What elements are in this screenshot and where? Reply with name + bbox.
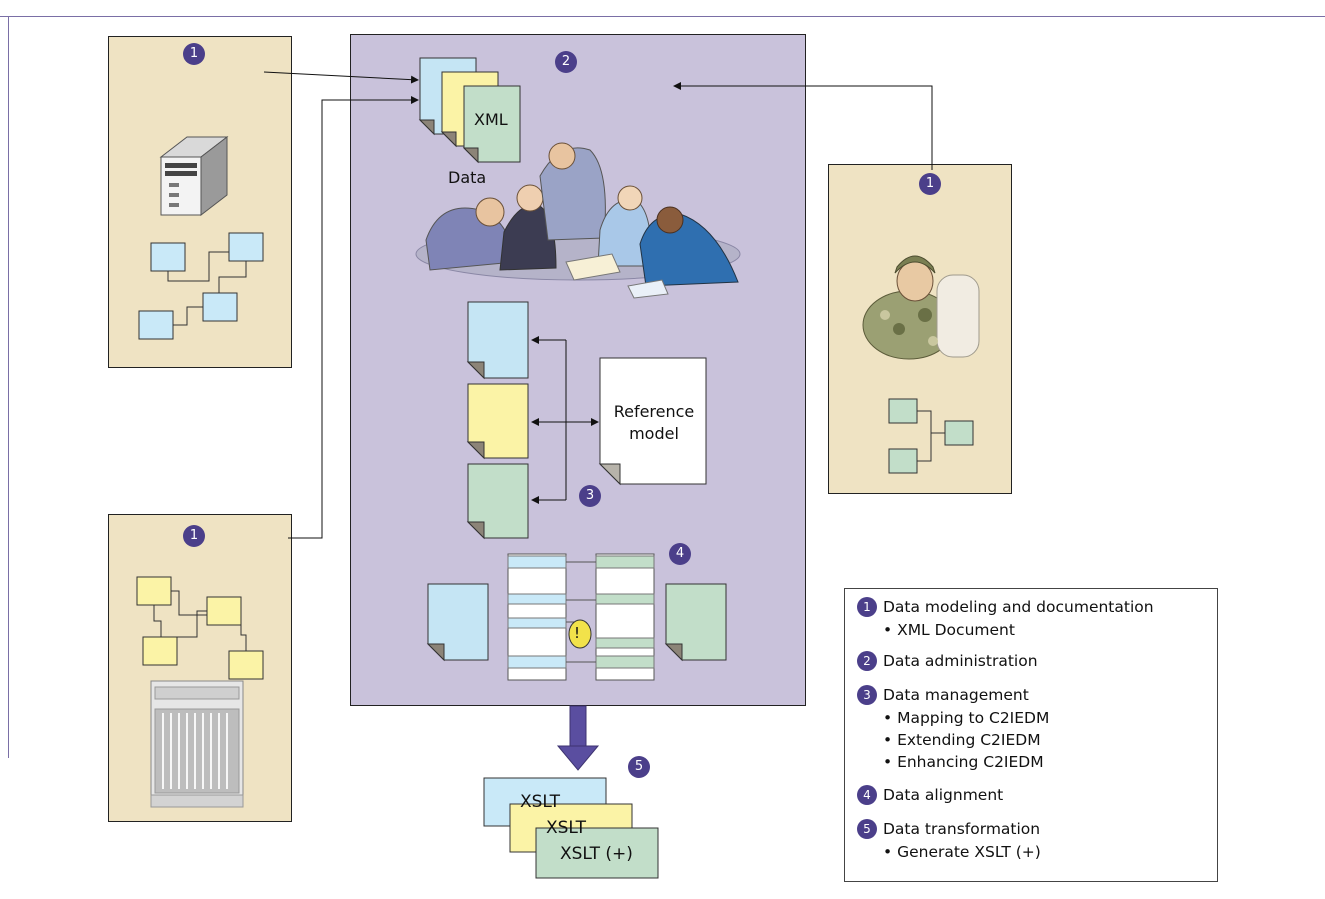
- legend-label-5: Data transformation: [883, 820, 1040, 838]
- doc-label-data: Data: [448, 168, 486, 187]
- reference-model-line2: model: [604, 424, 704, 443]
- legend-badge-3: 3: [857, 685, 877, 705]
- xslt-card-label-3: XSLT (+): [560, 844, 633, 864]
- legend-label-4: Data alignment: [883, 786, 1003, 804]
- mapping-connector: [532, 340, 598, 500]
- legend-badge-1: 1: [857, 597, 877, 617]
- legend-label-2: Data administration: [883, 652, 1038, 670]
- legend-badge-5: 5: [857, 819, 877, 839]
- legend-sub-5-1: • Generate XSLT (+): [883, 843, 1041, 861]
- legend-sub-3-2: • Extending C2IEDM: [883, 731, 1041, 749]
- mapping-documents: [468, 302, 528, 538]
- legend-label-3: Data management: [883, 686, 1029, 704]
- transformation-arrow: [558, 706, 598, 770]
- doc-label-xml: XML: [474, 110, 508, 129]
- reference-model-document: [600, 358, 706, 484]
- step-badge-5: 5: [628, 756, 650, 778]
- reference-model-line1: Reference: [604, 402, 704, 421]
- legend-sub-3-3: • Enhancing C2IEDM: [883, 753, 1044, 771]
- xslt-card-label-2: XSLT: [546, 818, 586, 838]
- xslt-card-label-1: XSLT: [520, 792, 560, 812]
- legend-badge-4: 4: [857, 785, 877, 805]
- legend-label-1: Data modeling and documentation: [883, 598, 1154, 616]
- legend-panel: 1 Data modeling and documentation • XML …: [844, 588, 1218, 882]
- legend-sub-1-1: • XML Document: [883, 621, 1015, 639]
- alert-mark: !: [574, 624, 580, 642]
- legend-sub-3-1: • Mapping to C2IEDM: [883, 709, 1049, 727]
- legend-badge-2: 2: [857, 651, 877, 671]
- alignment-tables: [508, 554, 654, 680]
- meeting-group-illustration: [416, 143, 740, 298]
